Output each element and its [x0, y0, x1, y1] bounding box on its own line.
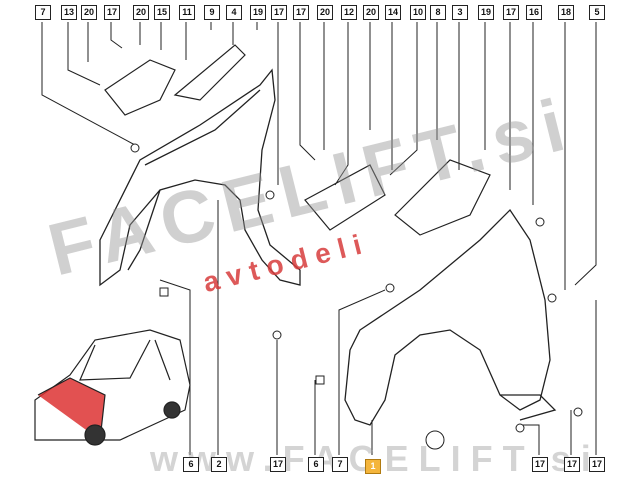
part-label[interactable]: 18 [558, 5, 574, 20]
part-label[interactable]: 20 [81, 5, 97, 20]
part-label[interactable]: 17 [104, 5, 120, 20]
left-fender [99, 68, 301, 287]
leader-lines-bottom [159, 200, 597, 455]
right-fender [344, 208, 557, 426]
part-label[interactable]: 6 [308, 457, 324, 472]
part-label[interactable]: 17 [293, 5, 309, 20]
part-label[interactable]: 19 [478, 5, 494, 20]
part-label[interactable]: 14 [385, 5, 401, 20]
part-label[interactable]: 17 [532, 457, 548, 472]
part-label[interactable]: 15 [154, 5, 170, 20]
fasteners [130, 143, 583, 450]
part-label-highlighted[interactable]: 1 [365, 459, 381, 474]
part-label[interactable]: 13 [61, 5, 77, 20]
part-label[interactable]: 19 [250, 5, 266, 20]
part-label[interactable]: 17 [503, 5, 519, 20]
part-label[interactable]: 17 [270, 457, 286, 472]
part-label[interactable]: 8 [430, 5, 446, 20]
part-label[interactable]: 17 [589, 457, 605, 472]
part-label[interactable]: 6 [183, 457, 199, 472]
part-label[interactable]: 5 [589, 5, 605, 20]
part-label[interactable]: 7 [35, 5, 51, 20]
part-label[interactable]: 20 [317, 5, 333, 20]
part-label[interactable]: 16 [526, 5, 542, 20]
part-label[interactable]: 17 [564, 457, 580, 472]
brackets [104, 44, 491, 236]
part-label[interactable]: 9 [204, 5, 220, 20]
part-label[interactable]: 17 [271, 5, 287, 20]
leader-lines [41, 22, 597, 290]
part-label[interactable]: 7 [332, 457, 348, 472]
part-label[interactable]: 3 [452, 5, 468, 20]
part-label[interactable]: 10 [410, 5, 426, 20]
part-label[interactable]: 2 [211, 457, 227, 472]
part-label[interactable]: 20 [133, 5, 149, 20]
part-label[interactable]: 4 [226, 5, 242, 20]
part-label[interactable]: 11 [179, 5, 195, 20]
part-label[interactable]: 12 [341, 5, 357, 20]
part-label[interactable]: 20 [363, 5, 379, 20]
car-illustration [34, 329, 191, 446]
